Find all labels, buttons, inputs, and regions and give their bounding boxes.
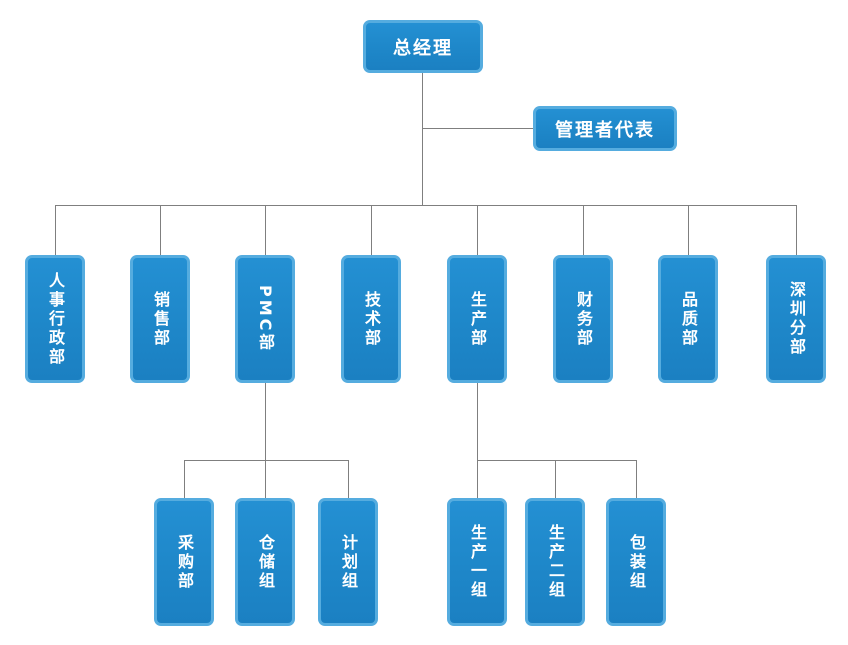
org-node-general-manager[interactable]: 总经理: [363, 20, 483, 73]
connector-production-stub-2: [555, 460, 556, 498]
org-node-team-warehouse[interactable]: 仓储组: [235, 498, 295, 626]
org-node-dept-finance[interactable]: 财务部: [553, 255, 613, 383]
org-node-label: 包装组: [627, 533, 646, 591]
connector-production-bus: [477, 460, 636, 461]
org-node-label: 生产部: [468, 290, 487, 348]
org-node-dept-quality[interactable]: 品质部: [658, 255, 718, 383]
connector-level2-stub-8: [796, 205, 797, 255]
org-node-label: 财务部: [574, 290, 593, 348]
connector-pmc-stub-1: [184, 460, 185, 498]
connector-level2-stub-2: [160, 205, 161, 255]
connector-pmc-stub-2: [265, 460, 266, 498]
connector-level2-bus: [55, 205, 796, 206]
org-node-label: 销售部: [151, 290, 170, 348]
org-node-team-packaging[interactable]: 包装组: [606, 498, 666, 626]
org-node-dept-shenzhen-branch[interactable]: 深圳分部: [766, 255, 826, 383]
org-node-team-purchasing[interactable]: 采购部: [154, 498, 214, 626]
connector-production-stem: [477, 383, 478, 460]
org-node-team-planning[interactable]: 计划组: [318, 498, 378, 626]
connector-level2-stub-6: [583, 205, 584, 255]
connector-pmc-bus: [184, 460, 348, 461]
org-node-dept-hr-admin[interactable]: 人事行政部: [25, 255, 85, 383]
connector-root-stem: [422, 73, 423, 205]
org-node-label: PMC部: [256, 285, 275, 353]
org-node-management-representative[interactable]: 管理者代表: [533, 106, 677, 151]
org-node-label: 生产一组: [468, 524, 487, 600]
org-node-label: 管理者代表: [555, 119, 655, 141]
org-node-label: 深圳分部: [787, 281, 806, 357]
org-node-dept-production[interactable]: 生产部: [447, 255, 507, 383]
org-node-label: 人事行政部: [46, 271, 65, 367]
connector-level2-stub-3: [265, 205, 266, 255]
org-node-label: 技术部: [362, 290, 381, 348]
connector-production-stub-1: [477, 460, 478, 498]
org-node-dept-pmc[interactable]: PMC部: [235, 255, 295, 383]
connector-level2-stub-1: [55, 205, 56, 255]
connector-mgmt-branch: [422, 128, 533, 129]
org-node-label: 总经理: [393, 37, 453, 59]
org-node-team-production-2[interactable]: 生产二组: [525, 498, 585, 626]
org-node-label: 生产二组: [546, 524, 565, 600]
connector-level2-stub-7: [688, 205, 689, 255]
org-node-label: 计划组: [339, 533, 358, 591]
org-node-label: 品质部: [679, 290, 698, 348]
connector-level2-stub-5: [477, 205, 478, 255]
org-node-dept-technology[interactable]: 技术部: [341, 255, 401, 383]
connector-pmc-stub-3: [348, 460, 349, 498]
connector-production-stub-3: [636, 460, 637, 498]
org-node-label: 采购部: [175, 533, 194, 591]
connector-level2-stub-4: [371, 205, 372, 255]
org-node-team-production-1[interactable]: 生产一组: [447, 498, 507, 626]
org-node-dept-sales[interactable]: 销售部: [130, 255, 190, 383]
connector-pmc-stem: [265, 383, 266, 460]
org-node-label: 仓储组: [256, 533, 275, 591]
